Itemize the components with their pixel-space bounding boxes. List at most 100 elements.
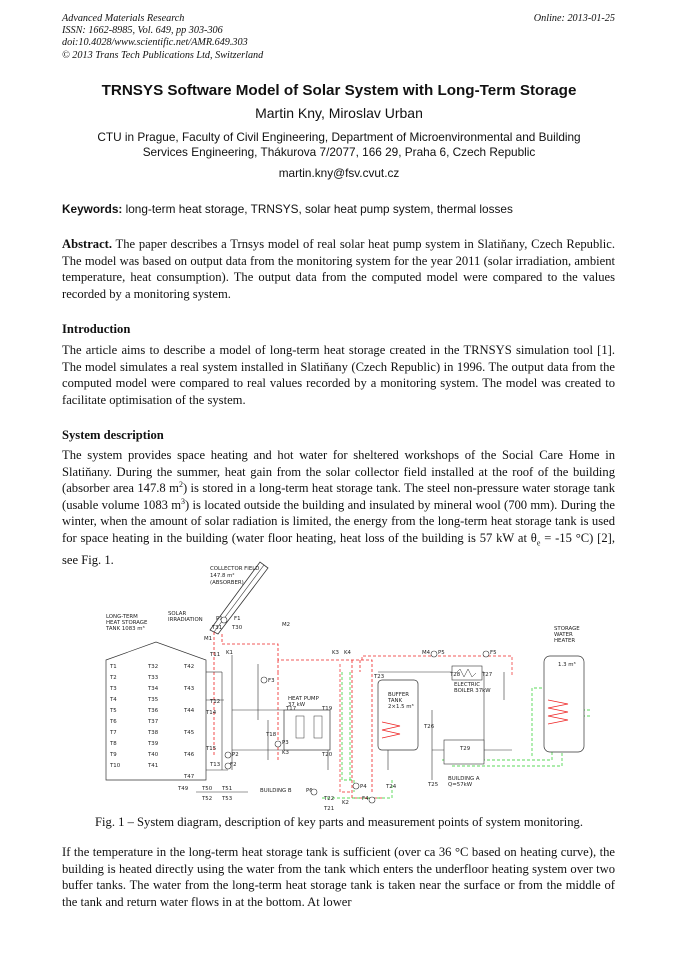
tlabel-mid: T33 — [147, 675, 158, 681]
sysdesc-part3: ) is located outside the building and in… — [62, 497, 615, 545]
buffer-label-2: TANK — [387, 698, 403, 704]
collector-absorber: (ABSORBER) — [210, 580, 244, 586]
swh-label-2: WATER — [554, 632, 573, 638]
lbl-t15: T15 — [205, 746, 216, 752]
collector-label: COLLECTOR FIELD — [210, 566, 259, 572]
tlabel-mid: T37 — [147, 719, 158, 725]
lbl-m4: M4 — [422, 650, 431, 656]
tlabel-left: T4 — [109, 697, 117, 703]
lbl-t14: T14 — [205, 710, 217, 716]
lbl-p1: P1 — [216, 616, 223, 622]
tlabel-mid: T39 — [147, 741, 159, 747]
email[interactable]: martin.kny@fsv.cvut.cz — [278, 166, 400, 180]
collector-area: 147.8 m² — [210, 572, 235, 579]
component-labels: P1 F1 T31 T30 M1 M2 T11 K1 F3 T12 T14 T1… — [177, 616, 497, 812]
system-diagram: COLLECTOR FIELD 147.8 m² (ABSORBER) SOLA… — [105, 561, 592, 812]
building-a-q: Q=57kW — [448, 782, 473, 788]
sup-2: 2 — [178, 480, 183, 489]
heating-loop — [339, 655, 513, 793]
building-a-label: BUILDING A — [448, 776, 480, 782]
irradiation-label: IRRADIATION — [168, 617, 203, 623]
swh-label-3: HEATER — [554, 638, 575, 644]
lbl-f5: F5 — [490, 650, 497, 656]
building-a: BUILDING A Q=57kW — [443, 739, 485, 788]
lbl-t25: T25 — [427, 782, 438, 788]
lbl-t12: T12 — [209, 699, 220, 705]
lbl-t52: T52 — [201, 796, 212, 802]
lbl-k4: K4 — [344, 650, 352, 656]
lbl-p6: P6 — [306, 788, 313, 794]
lbl-t21: T21 — [323, 806, 334, 812]
lbl-k2: K2 — [342, 800, 349, 806]
lbl-k3-hp: K3 — [282, 750, 289, 756]
figure-caption: Fig. 1 – System diagram, description of … — [95, 815, 583, 829]
lbl-t50: T50 — [201, 786, 213, 792]
tlabel-mid: T36 — [147, 708, 159, 714]
lbl-t18: T18 — [265, 732, 277, 738]
lbl-t20: T20 — [321, 752, 333, 758]
paper-title: TRNSYS Software Model of Solar System wi… — [101, 82, 577, 99]
abstract-text: The paper describes a Trnsys model of re… — [62, 237, 615, 301]
tlabel-mid: T35 — [147, 697, 158, 703]
final-paragraph: If the temperature in the long-term heat… — [62, 845, 615, 909]
electric-boiler: ELECTRIC BOILER 37kW — [451, 665, 491, 694]
lbl-t31: T31 — [211, 625, 222, 631]
keywords-text: long-term heat storage, TRNSYS, solar he… — [122, 202, 513, 216]
tlabel-left: T6 — [109, 719, 117, 725]
intro-heading: Introduction — [62, 322, 131, 336]
lbl-t49: T49 — [177, 786, 189, 792]
tlabel-left: T1 — [109, 664, 117, 670]
heat-pump: HEAT PUMP 37 kW — [283, 696, 331, 751]
keywords-label: Keywords: — [62, 202, 123, 216]
tlabel-left: T9 — [109, 752, 117, 758]
sysdesc-part4: = -15 °C) [2], see Fig. 1. — [62, 530, 615, 568]
swh-volume: 1.3 m³ — [558, 661, 576, 668]
lbl-t27: T27 — [481, 672, 492, 678]
buffer-label: BUFFER — [388, 692, 409, 698]
lbl-p5: P5 — [438, 650, 445, 656]
lbl-t51: T51 — [221, 786, 232, 792]
issn: ISSN: 1662-8985, Vol. 649, pp 303-306 — [62, 25, 223, 37]
lbl-f4: F4 — [362, 796, 369, 802]
lt-label-1: LONG-TERM — [106, 614, 138, 620]
sysdesc-part2: ) is stored in a long-term heat storage … — [62, 481, 615, 512]
authors: Martin Kny, Miroslav Urban — [255, 105, 423, 121]
buffer-tank: BUFFER TANK 2×1.5 m³ — [377, 679, 419, 751]
lbl-k3: K3 — [332, 650, 339, 656]
lbl-f3: F3 — [268, 678, 275, 684]
lt-label-3: TANK 1083 m³ — [105, 625, 145, 632]
lt-label-2: HEAT STORAGE — [106, 620, 148, 626]
abstract: Abstract. The paper describes a Trnsys m… — [62, 236, 615, 302]
lbl-m2: M2 — [282, 622, 290, 628]
tlabel-mid: T34 — [147, 686, 159, 692]
eboiler-label: ELECTRIC — [454, 682, 480, 688]
online-date: Online: 2013-01-25 — [533, 13, 615, 24]
copyright: © 2013 Trans Tech Publications Ltd, Swit… — [62, 49, 264, 61]
storage-water-heater: STORAGE WATER HEATER 1.3 m³ — [543, 626, 585, 753]
tlabel-left: T7 — [109, 730, 117, 736]
tlabel-left: T2 — [109, 675, 117, 681]
lbl-m1: M1 — [204, 636, 212, 642]
pump-icons — [220, 616, 490, 804]
lbl-p3: P3 — [282, 740, 289, 746]
tlabel-mid: T41 — [147, 763, 158, 769]
doi: doi:10.4028/www.scientific.net/AMR.649.3… — [62, 37, 248, 49]
tlabel-left: T3 — [109, 686, 117, 692]
tlabel-right: T42 — [183, 664, 194, 670]
lbl-f1: F1 — [234, 616, 241, 622]
tlabel-mid: T38 — [147, 730, 159, 736]
journal-header: Advanced Materials Research ISSN: 1662-8… — [62, 13, 263, 62]
collector-field: COLLECTOR FIELD 147.8 m² (ABSORBER) — [209, 561, 269, 635]
sysdesc-text: The system provides space heating and ho… — [62, 447, 615, 569]
tlabel-mid: T32 — [147, 664, 158, 670]
buffer-vol: 2×1.5 m³ — [388, 703, 414, 710]
lbl-t28: T28 — [449, 672, 461, 678]
lbl-t23: T23 — [373, 674, 384, 680]
abstract-label: Abstract. — [62, 237, 113, 251]
tlabel-left: T10 — [109, 763, 121, 769]
tlabel-left: T5 — [109, 708, 117, 714]
lbl-f2: F2 — [230, 762, 237, 768]
sup-3: 3 — [181, 496, 186, 506]
lbl-t29: T29 — [459, 746, 471, 752]
lbl-t24: T24 — [385, 784, 397, 790]
